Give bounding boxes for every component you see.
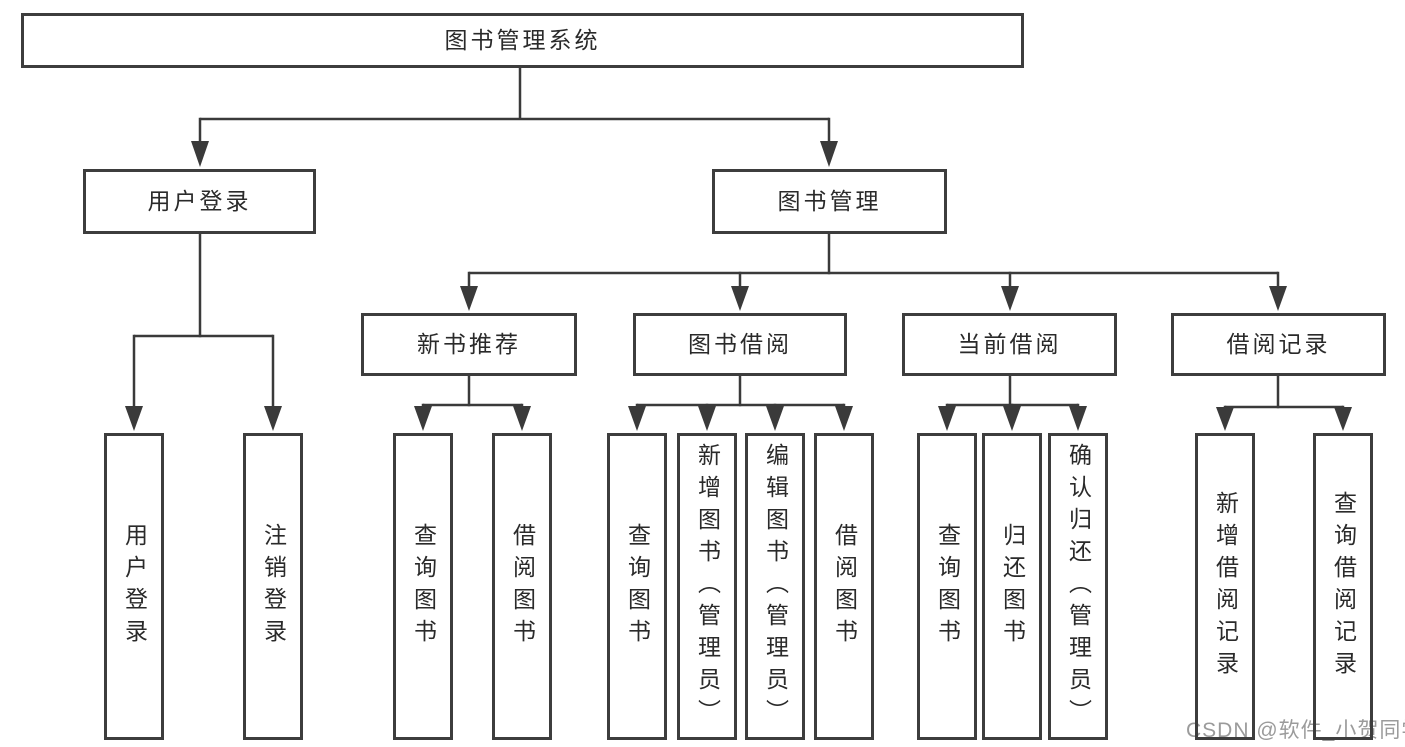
leaf-bb-borrow-books: 借阅图书 — [814, 433, 874, 740]
arrowhead — [1216, 407, 1234, 431]
arrowhead — [698, 406, 716, 431]
leaf-br-add-record-label: 新增借阅记录 — [1212, 490, 1239, 683]
leaf-nb-borrow-books: 借阅图书 — [492, 433, 552, 740]
arrowhead — [1069, 406, 1087, 431]
node-current-borrowing: 当前借阅 — [902, 313, 1117, 376]
node-borrowing-records: 借阅记录 — [1171, 313, 1386, 376]
leaf-nb-query-books-label: 查询图书 — [410, 522, 437, 651]
leaf-bb-query-books-label: 查询图书 — [624, 522, 651, 651]
leaf-bb-query-books: 查询图书 — [607, 433, 667, 740]
node-book-borrowing-label: 图书借阅 — [688, 331, 792, 357]
arrowhead — [460, 286, 478, 311]
leaf-bb-edit-books-admin: 编辑图书（管理员） — [745, 433, 805, 740]
arrowhead — [1269, 286, 1287, 311]
arrowhead — [1003, 406, 1021, 431]
leaf-bb-add-books-admin: 新增图书（管理员） — [677, 433, 737, 740]
node-borrowing-records-label: 借阅记录 — [1226, 331, 1331, 357]
leaf-cb-return-books: 归还图书 — [982, 433, 1042, 740]
node-new-book-recommend-label: 新书推荐 — [417, 331, 521, 357]
leaf-cb-query-books-label: 查询图书 — [934, 522, 961, 651]
csdn-watermark: CSDN @软件_小贺同学 — [1186, 719, 1405, 742]
node-root-library-system: 图书管理系统 — [21, 13, 1024, 68]
node-root-label: 图书管理系统 — [444, 27, 601, 53]
leaf-logout-label: 注销登录 — [260, 522, 287, 651]
leaf-br-add-record: 新增借阅记录 — [1195, 433, 1255, 740]
arrowhead — [766, 406, 784, 431]
node-book-borrowing: 图书借阅 — [633, 313, 847, 376]
arrowhead — [125, 406, 143, 431]
leaf-bb-borrow-books-label: 借阅图书 — [831, 522, 858, 651]
leaf-logout: 注销登录 — [243, 433, 303, 740]
leaf-br-query-record: 查询借阅记录 — [1313, 433, 1373, 740]
arrowhead — [191, 141, 209, 167]
leaf-nb-query-books: 查询图书 — [393, 433, 453, 740]
arrowhead — [1001, 286, 1019, 311]
node-book-management-label: 图书管理 — [777, 188, 882, 214]
leaf-cb-query-books: 查询图书 — [917, 433, 977, 740]
arrowhead — [938, 406, 956, 431]
node-book-management: 图书管理 — [712, 169, 947, 234]
leaf-cb-confirm-return-admin-label: 确认归还（管理员） — [1065, 442, 1092, 731]
leaf-bb-edit-books-admin-label: 编辑图书（管理员） — [762, 442, 789, 731]
leaf-nb-borrow-books-label: 借阅图书 — [509, 522, 536, 651]
leaf-br-query-record-label: 查询借阅记录 — [1330, 490, 1357, 683]
arrowhead — [731, 286, 749, 311]
leaf-cb-confirm-return-admin: 确认归还（管理员） — [1048, 433, 1108, 740]
arrowhead — [820, 141, 838, 167]
arrowhead — [513, 406, 531, 431]
leaf-user-login-label: 用户登录 — [121, 522, 148, 651]
arrowhead — [628, 406, 646, 431]
arrowhead — [264, 406, 282, 431]
leaf-user-login: 用户登录 — [104, 433, 164, 740]
node-user-login: 用户登录 — [83, 169, 316, 234]
arrowhead — [835, 406, 853, 431]
leaf-cb-return-books-label: 归还图书 — [999, 522, 1026, 651]
leaf-bb-add-books-admin-label: 新增图书（管理员） — [694, 442, 721, 731]
node-user-login-label: 用户登录 — [147, 188, 252, 214]
node-new-book-recommend: 新书推荐 — [361, 313, 577, 376]
node-current-borrowing-label: 当前借阅 — [957, 331, 1062, 357]
arrowhead — [1334, 407, 1352, 431]
arrowhead — [414, 406, 432, 431]
